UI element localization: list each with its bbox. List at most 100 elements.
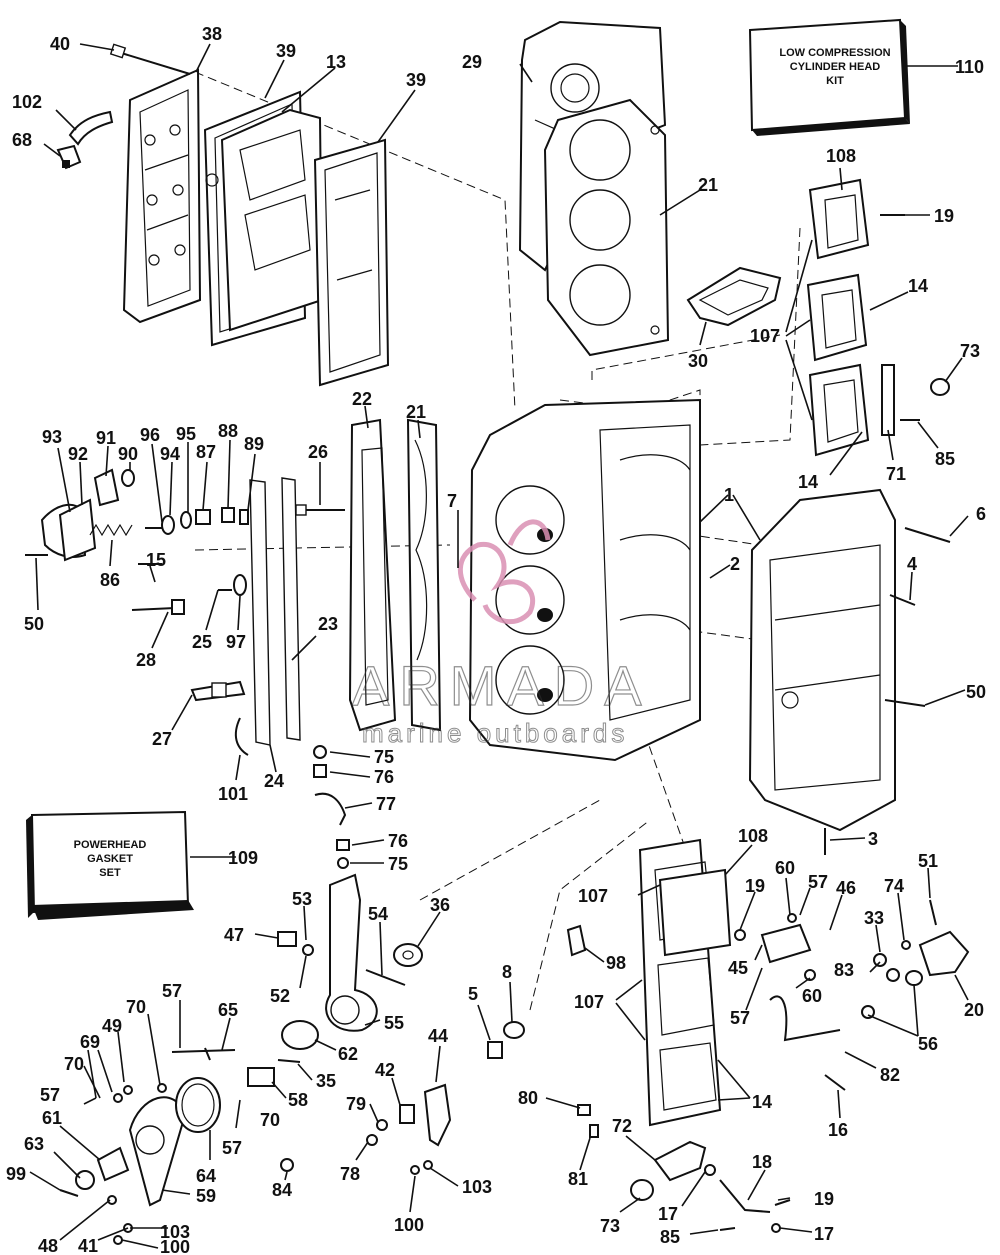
- powerhead-gasket-line-3: SET: [99, 867, 121, 879]
- callout-2: 2: [730, 554, 740, 574]
- powerhead-gasket-line-1: POWERHEAD: [74, 839, 147, 851]
- callout-46: 46: [836, 878, 856, 898]
- crankcase-bolt-part: [824, 527, 951, 855]
- callout-63: 63: [24, 1134, 44, 1154]
- callout-52: 52: [270, 986, 290, 1006]
- callout-labels: 40 38 39 13 39 29 21 110 102 68 108 19 1…: [6, 24, 986, 1255]
- callout-78: 78: [340, 1164, 360, 1184]
- callout-48: 48: [38, 1236, 58, 1255]
- solenoid-part: [918, 930, 970, 977]
- bypass-cover-part: [566, 924, 587, 957]
- callout-20: 20: [964, 1000, 984, 1020]
- callout-110: 110: [955, 57, 984, 77]
- solenoid-hardware-parts: [824, 899, 937, 1091]
- callout-103: 103: [160, 1222, 190, 1242]
- callout-57: 57: [730, 1008, 750, 1028]
- callout-64: 64: [196, 1166, 216, 1186]
- callout-76: 76: [388, 831, 408, 851]
- callout-23: 23: [318, 614, 338, 634]
- callout-27: 27: [152, 729, 172, 749]
- cylinder-head-gasket-part: [543, 98, 670, 357]
- hose-fitting-part: [56, 144, 82, 170]
- exhaust-cover-part: [122, 68, 202, 324]
- thrust-washer-part: [393, 943, 423, 967]
- callout-18: 18: [752, 1152, 772, 1172]
- callout-107: 107: [578, 886, 608, 906]
- reed-block-part: [658, 868, 732, 957]
- callout-81: 81: [568, 1169, 588, 1189]
- callout-19: 19: [745, 876, 765, 896]
- low-compression-kit-line-1: LOW COMPRESSION: [779, 47, 890, 59]
- choke-lever-part: [769, 995, 841, 1042]
- thermostat-gasket-part: [686, 266, 782, 327]
- callout-108: 108: [738, 826, 768, 846]
- callout-98: 98: [606, 953, 626, 973]
- callout-6: 6: [976, 504, 986, 524]
- callout-21: 21: [406, 402, 426, 422]
- throttle-linkage-parts: [313, 745, 350, 869]
- callout-70: 70: [64, 1054, 84, 1074]
- cam-roller-part: [281, 1020, 319, 1050]
- callout-17: 17: [814, 1224, 834, 1244]
- callout-1: 1: [724, 485, 734, 505]
- crankcase-cover-part: [748, 488, 896, 832]
- callout-13: 13: [326, 52, 346, 72]
- link-rod-part: [171, 1047, 236, 1061]
- callout-76: 76: [374, 767, 394, 787]
- callout-68: 68: [12, 130, 32, 150]
- callout-107: 107: [574, 992, 604, 1012]
- callout-75: 75: [374, 747, 394, 767]
- callout-22: 22: [352, 389, 372, 409]
- callout-49: 49: [102, 1016, 122, 1036]
- callout-80: 80: [518, 1088, 538, 1108]
- callout-90: 90: [118, 444, 138, 464]
- callout-92: 92: [68, 444, 88, 464]
- callout-38: 38: [202, 24, 222, 44]
- callout-85: 85: [660, 1227, 680, 1247]
- callout-51: 51: [918, 851, 938, 871]
- drain-hose-part: [68, 110, 114, 146]
- powerhead-gasket-set-box: POWERHEAD GASKET SET: [26, 810, 194, 920]
- callout-8: 8: [502, 962, 512, 982]
- callout-50: 50: [966, 682, 986, 702]
- callout-61: 61: [42, 1108, 62, 1128]
- callout-57: 57: [40, 1085, 60, 1105]
- callout-41: 41: [78, 1236, 98, 1255]
- callout-15: 15: [146, 550, 166, 570]
- callout-44: 44: [428, 1026, 448, 1046]
- thermostat-cover-part: [40, 498, 97, 562]
- leader-lines: [29, 43, 969, 1249]
- callout-95: 95: [176, 424, 196, 444]
- callout-33: 33: [864, 908, 884, 928]
- low-compression-kit-line-2: CYLINDER HEAD: [790, 61, 881, 73]
- callout-21: 21: [698, 175, 718, 195]
- low-compression-kit-line-3: KIT: [826, 75, 844, 87]
- watermark-tagline: marine outboards: [362, 718, 628, 748]
- cam-assembly-part: [366, 1083, 452, 1175]
- callout-91: 91: [96, 428, 116, 448]
- spark-control-arm-part: [128, 1096, 187, 1207]
- callout-85: 85: [935, 449, 955, 469]
- callout-39: 39: [406, 70, 426, 90]
- reed-spacer-part: [930, 378, 950, 396]
- callout-40: 40: [50, 34, 70, 54]
- powerhead-gasket-line-2: GASKET: [87, 853, 133, 865]
- retainer-ring-part: [175, 1077, 221, 1133]
- callout-5: 5: [468, 984, 478, 1004]
- callout-89: 89: [244, 434, 264, 454]
- armada-logo-icon: [457, 541, 536, 625]
- callout-36: 36: [430, 895, 450, 915]
- callout-86: 86: [100, 570, 120, 590]
- head-cover-gasket-part: [249, 477, 301, 746]
- callout-58: 58: [288, 1090, 308, 1110]
- callout-75: 75: [388, 854, 408, 874]
- callout-3: 3: [868, 829, 878, 849]
- callout-73: 73: [600, 1216, 620, 1236]
- cylinder-head-cover-part: [348, 418, 397, 732]
- callout-100: 100: [160, 1237, 190, 1255]
- callout-54: 54: [368, 904, 388, 924]
- callout-71: 71: [886, 464, 906, 484]
- callout-4: 4: [907, 554, 917, 574]
- head-gasket-part: [406, 418, 442, 732]
- fuel-pump-bracket-part: [734, 913, 816, 981]
